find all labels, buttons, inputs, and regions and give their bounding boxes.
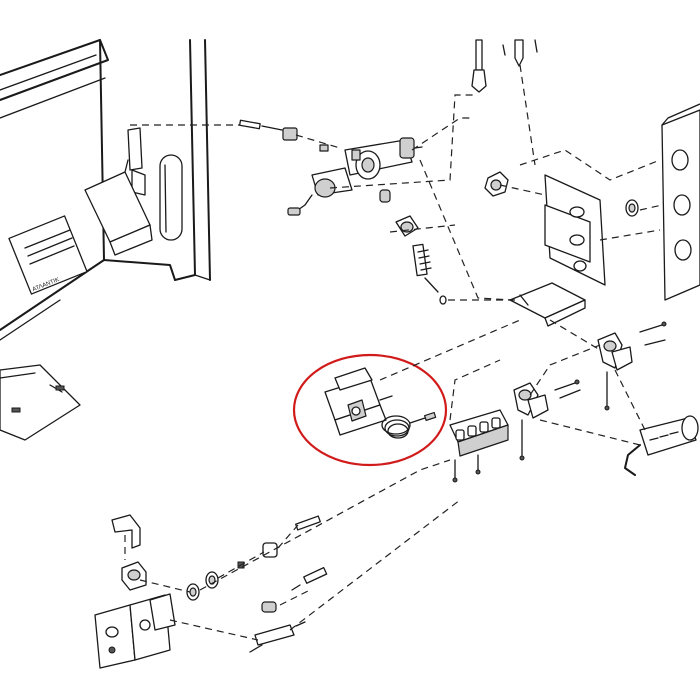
appliance-housing: ΑΤΛΑΝΤΙΚ xyxy=(0,39,211,341)
highlight-circle xyxy=(292,353,448,467)
gas-valve-assembly xyxy=(238,119,423,216)
top-screws xyxy=(471,39,538,93)
thermostat xyxy=(324,367,437,439)
terminal-block xyxy=(449,409,509,483)
electrode-clamp-2 xyxy=(597,321,667,411)
mounting-plate xyxy=(0,364,81,441)
valve-fittings xyxy=(379,189,447,305)
piezo-igniter xyxy=(624,415,699,476)
assembly-guide-lines xyxy=(124,64,663,641)
side-panel xyxy=(661,103,700,301)
lower-bracket-assembly xyxy=(94,514,328,669)
mounting-bracket xyxy=(484,171,639,327)
electrode-clamp-1 xyxy=(513,379,581,461)
